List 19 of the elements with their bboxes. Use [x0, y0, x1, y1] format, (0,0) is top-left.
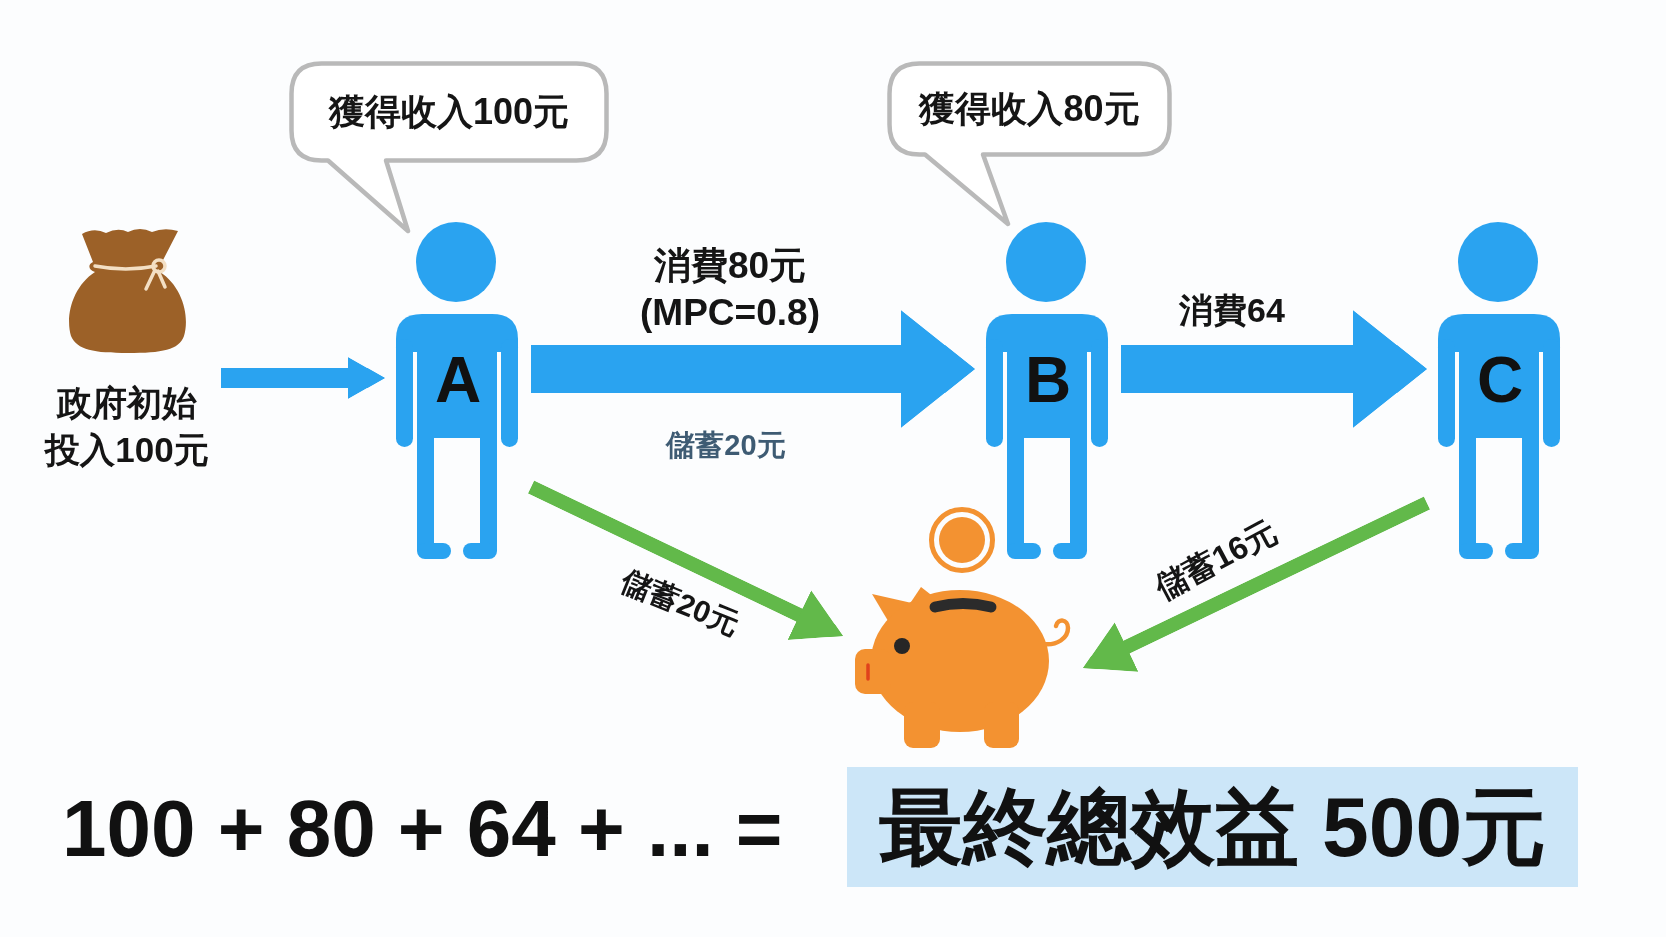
node-caption: 政府初始投入100元: [43, 382, 210, 471]
person-letter: C: [1476, 348, 1524, 412]
result-text: 最終總效益 500元: [878, 780, 1547, 874]
annotation-text: 儲蓄20元: [666, 430, 786, 462]
arrow: [221, 356, 385, 400]
person-letter: B: [1024, 348, 1072, 412]
bubble-text: 獲得收入80元: [919, 87, 1140, 131]
arrow: [531, 310, 975, 428]
person-letter: A: [434, 348, 482, 412]
arrow: [1121, 310, 1427, 428]
edge-label: 儲蓄16元: [1148, 511, 1284, 609]
edge-label: 消費80元 (MPC=0.8): [639, 244, 821, 335]
edge-label: 消費64: [1179, 290, 1285, 332]
arrow: [1083, 496, 1431, 672]
edge-label: 儲蓄20元: [615, 563, 745, 643]
bubble-text: 獲得收入100元: [328, 90, 570, 134]
equation-text: 100 + 80 + 64 + ... =: [62, 785, 783, 873]
highlight-box: [847, 767, 1578, 887]
arrow: [527, 480, 843, 640]
